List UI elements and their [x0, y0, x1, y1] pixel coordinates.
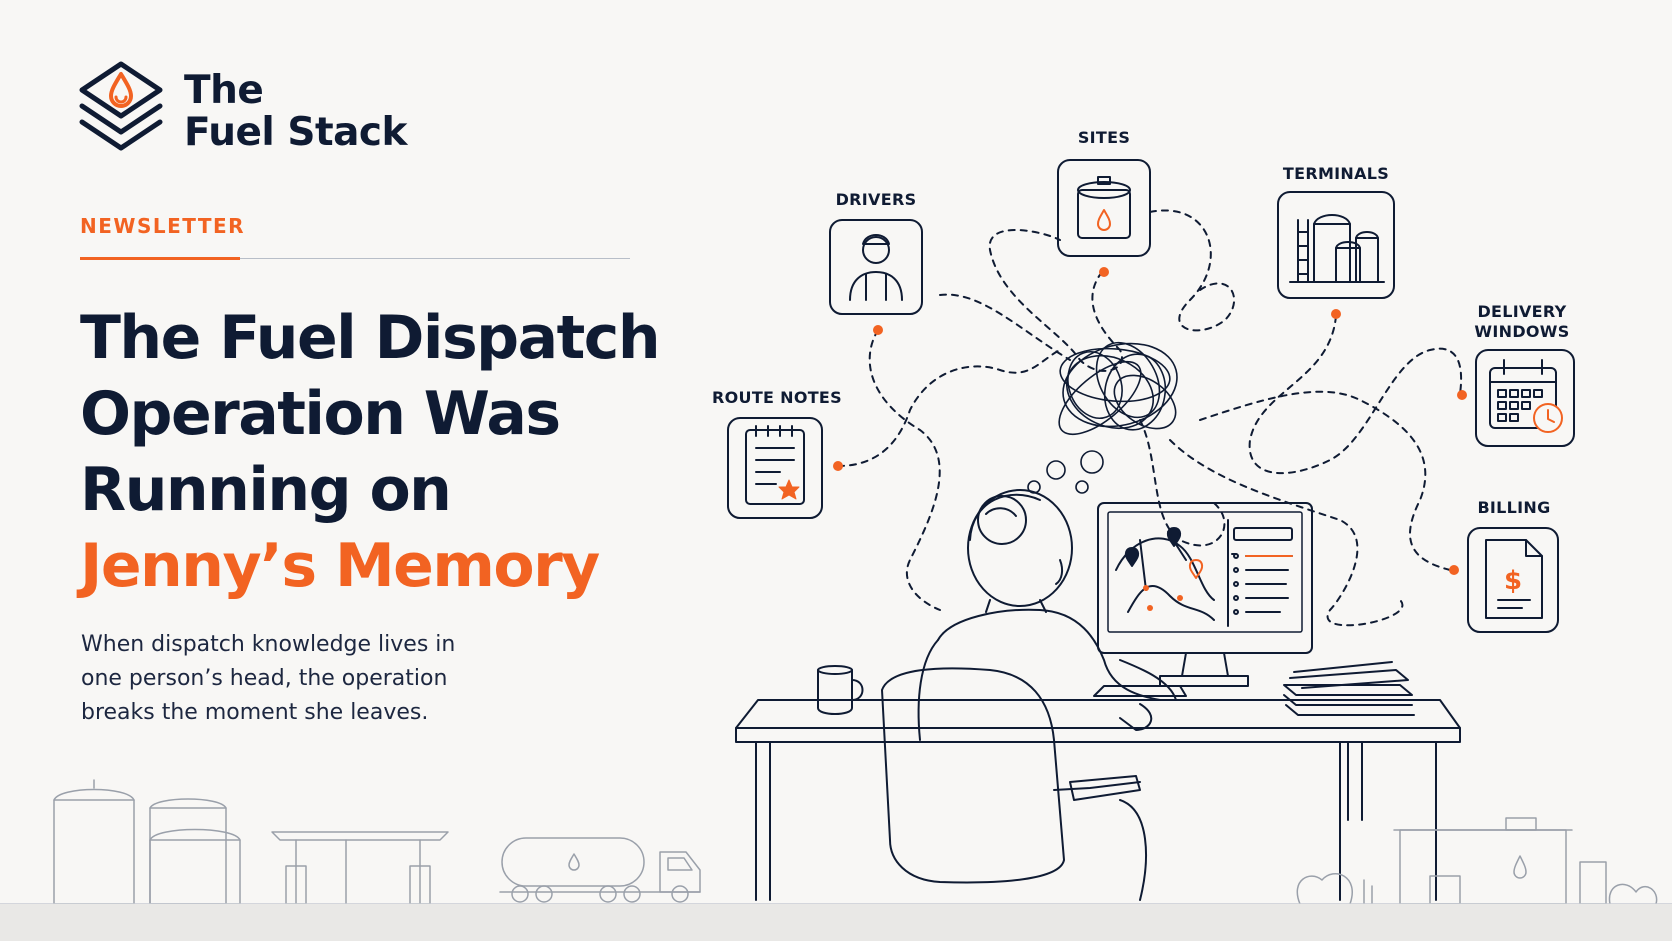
- connector-drivers-tangle: [939, 293, 1071, 361]
- invoice-dollar-icon: [1485, 539, 1543, 619]
- title-line3: Running on: [80, 455, 452, 525]
- title-line2: Operation Was: [80, 379, 561, 449]
- fuel-tank-icon: [1077, 176, 1131, 239]
- dollar-sign-icon: $: [1504, 566, 1522, 596]
- subtitle-line3: breaks the moment she leaves.: [81, 700, 429, 725]
- connector-dots: [833, 267, 1467, 575]
- title-line1: The Fuel Dispatch: [80, 303, 661, 373]
- subtitle-line1: When dispatch knowledge lives in: [81, 632, 456, 657]
- dot-billing: [1449, 565, 1459, 575]
- connector-windows: [1199, 390, 1451, 571]
- connector-route-notes: [837, 349, 1061, 467]
- connector-sites-loop: [1149, 209, 1236, 332]
- tangled-thoughts: [1027, 341, 1178, 494]
- label-delivery-windows-line2: WINDOWS: [1474, 322, 1570, 341]
- dot-sites: [1099, 267, 1109, 277]
- subtitle: When dispatch knowledge lives in one per…: [81, 628, 511, 730]
- desk: [735, 699, 1461, 901]
- logo-mark: [76, 60, 166, 164]
- eyebrow-label: NEWSLETTER: [80, 214, 246, 238]
- label-sites: SITES: [1077, 128, 1131, 147]
- label-drivers: DRIVERS: [835, 190, 917, 209]
- terminal-skyline: [53, 779, 449, 905]
- label-billing: BILLING: [1477, 498, 1551, 517]
- notepad-star-icon: [745, 425, 805, 505]
- drivers-card: [829, 219, 923, 315]
- connector-loop-center: [1139, 419, 1226, 547]
- label-terminals: TERMINALS: [1282, 164, 1390, 183]
- title-line4-accent: Jenny’s Memory: [80, 531, 600, 601]
- paper-stack: [1283, 661, 1415, 716]
- dot-terminals: [1331, 309, 1341, 319]
- office-chair: [881, 667, 1147, 901]
- monitor: [1097, 502, 1313, 687]
- delivery-windows-card: [1475, 349, 1575, 447]
- calendar-clock-icon: [1489, 359, 1563, 433]
- driver-icon: [849, 234, 903, 301]
- keyboard: [1093, 685, 1187, 697]
- divider-accent: [80, 257, 240, 260]
- sites-card: [1057, 159, 1151, 257]
- label-delivery-windows: DELIVERY WINDOWS: [1452, 302, 1592, 342]
- billing-card: [1467, 527, 1559, 633]
- label-route-notes: ROUTE NOTES: [712, 388, 842, 407]
- page-title: The Fuel Dispatch Operation Was Running …: [80, 300, 700, 604]
- connector-drivers: [868, 329, 941, 611]
- terminals-card: [1277, 191, 1395, 299]
- subtitle-line2: one person’s head, the operation: [81, 666, 448, 691]
- coffee-mug: [817, 665, 864, 715]
- connector-lines: [837, 209, 1463, 627]
- storage-tanks-icon: [1289, 214, 1385, 283]
- brand-name-line1: The: [184, 68, 264, 113]
- dot-windows: [1457, 390, 1467, 400]
- label-delivery-windows-line1: DELIVERY: [1477, 302, 1567, 321]
- ground-strip: [0, 904, 1672, 941]
- route-notes-card: [727, 417, 823, 519]
- fuel-depot-buildings: [1296, 817, 1658, 905]
- divider: [80, 258, 630, 259]
- dot-drivers: [873, 325, 883, 335]
- dot-route-notes: [833, 461, 843, 471]
- brand-name: The Fuel Stack: [184, 70, 407, 154]
- dispatcher-person: [917, 489, 1177, 741]
- brand-name-line2: Fuel Stack: [184, 110, 407, 155]
- connector-sites: [988, 229, 1123, 372]
- fuel-drop-stack-icon: [79, 61, 163, 151]
- connector-terminals: [1248, 315, 1463, 475]
- connector-billing: [1169, 439, 1404, 627]
- tanker-truck: [499, 837, 701, 903]
